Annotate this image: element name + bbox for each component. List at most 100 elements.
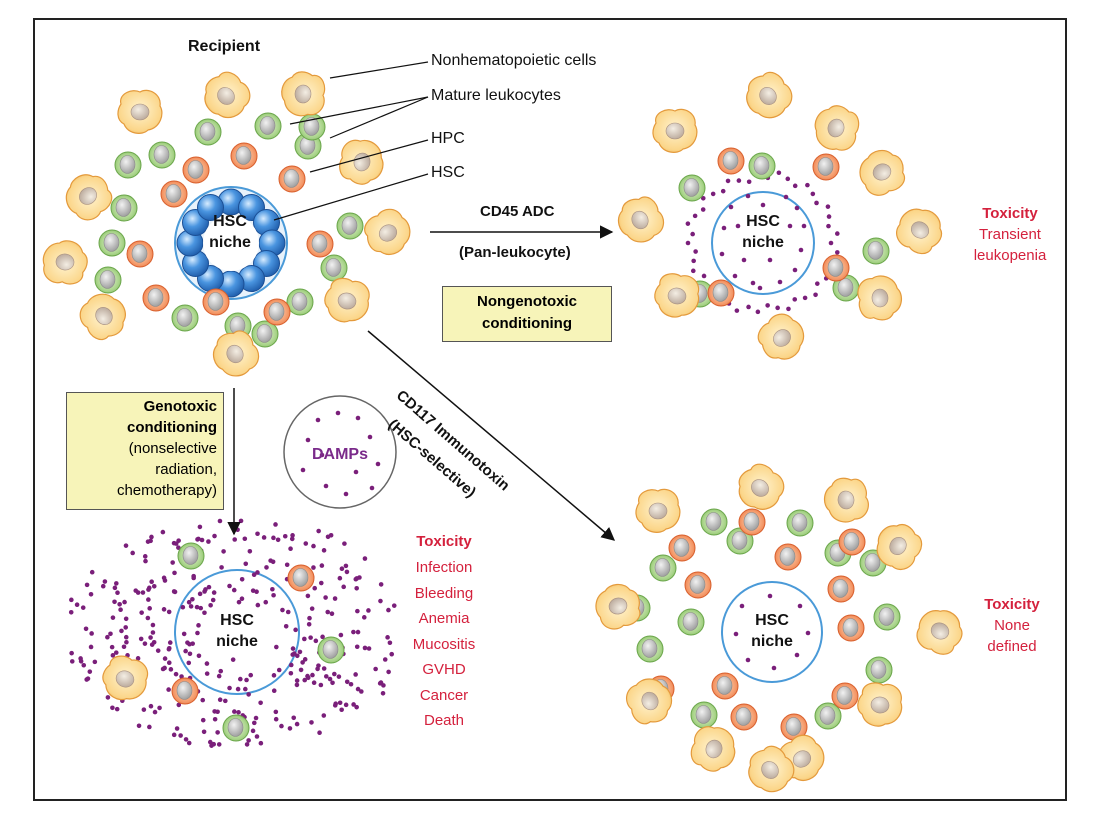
damp-dot — [206, 584, 212, 590]
damp-dot — [150, 630, 156, 635]
damp-dot — [305, 593, 311, 599]
damp-dot — [203, 587, 208, 592]
damp-dot — [215, 730, 220, 735]
damp-dot — [359, 689, 364, 694]
nongenotoxic-box: Nongenotoxic conditioning — [442, 286, 612, 342]
damp-dot — [344, 569, 350, 575]
damp-dot — [145, 615, 151, 621]
damp-dot — [261, 535, 267, 540]
leukocyte-cell — [254, 112, 282, 140]
damp-dot — [734, 308, 740, 313]
damp-dot — [183, 648, 188, 654]
damp-dot — [343, 491, 349, 497]
leukocyte-cell — [177, 542, 205, 570]
hpc-cell — [831, 682, 859, 710]
damp-dot — [87, 669, 93, 674]
damp-dot — [294, 682, 300, 688]
damp-dot — [835, 231, 840, 236]
nonhematopoietic-cell — [738, 463, 785, 510]
damp-dot — [691, 258, 696, 264]
damps-circle — [283, 395, 397, 509]
damp-dot — [208, 602, 213, 608]
damp-dot — [255, 531, 260, 537]
damp-dot — [149, 579, 154, 585]
damp-dot — [745, 657, 751, 663]
hpc-cell — [730, 703, 758, 731]
damp-dot — [794, 652, 800, 658]
damp-dot — [287, 726, 293, 731]
damp-dot — [92, 659, 98, 665]
leukocyte-cell — [873, 603, 901, 631]
damp-dot — [320, 634, 325, 640]
hpc-cell — [684, 571, 712, 599]
damp-dot — [115, 590, 120, 596]
damp-dot — [232, 709, 237, 714]
damp-dot — [236, 599, 242, 605]
damp-dot — [142, 641, 148, 646]
cd117-arrow — [367, 330, 616, 541]
damp-dot — [291, 651, 297, 656]
damp-dot — [88, 644, 94, 650]
damp-dot — [283, 623, 289, 629]
damp-dot — [746, 179, 752, 185]
damp-dot — [148, 635, 153, 640]
damp-dot — [181, 631, 187, 637]
damp-dot — [378, 680, 384, 685]
damp-dot — [313, 638, 319, 644]
damp-dot — [210, 597, 216, 603]
damp-dot — [81, 662, 87, 668]
leukocyte-cell — [832, 274, 860, 302]
damp-dot — [133, 588, 139, 593]
nonhematopoietic-cell — [65, 174, 113, 221]
damp-dot — [197, 524, 203, 530]
damp-dot — [792, 297, 798, 302]
damp-dot — [197, 591, 203, 597]
damp-dot — [732, 273, 738, 279]
damp-dot — [251, 720, 257, 726]
damp-dot — [348, 681, 354, 687]
callout-line — [273, 173, 429, 221]
nonhematopoietic-cell — [79, 293, 126, 341]
genotoxic-niche-label-1: HSC — [220, 612, 254, 629]
leukocyte-cell — [677, 608, 705, 636]
nonhematopoietic-cell — [857, 682, 903, 727]
cd117-niche-label-1: HSC — [755, 612, 789, 629]
damp-dot — [152, 709, 158, 715]
damp-dot — [174, 726, 180, 731]
damp-dot — [736, 178, 742, 183]
damp-dot — [362, 556, 368, 561]
damp-dot — [797, 603, 803, 609]
damp-dot — [783, 194, 789, 200]
damp-dot — [355, 608, 360, 614]
damp-dot — [211, 590, 217, 595]
damp-dot — [84, 677, 89, 682]
damp-dot — [692, 213, 698, 219]
damp-dot — [321, 713, 327, 718]
damp-dot — [311, 680, 317, 686]
damp-dot — [685, 221, 691, 226]
damp-dot — [373, 666, 378, 672]
damp-dot — [693, 249, 698, 254]
damp-dot — [805, 630, 811, 636]
cd45-niche-label-1: HSC — [746, 213, 780, 230]
cd117-hsc-niche — [721, 581, 823, 683]
damp-dot — [190, 596, 195, 602]
damp-dot — [227, 685, 232, 691]
damp-dot — [300, 467, 306, 473]
damp-dot — [336, 674, 342, 679]
genotoxic-line: chemotherapy) — [116, 482, 217, 499]
damp-dot — [187, 651, 193, 657]
damp-dot — [745, 193, 751, 199]
genotoxic-toxicity-item: Anemia — [418, 610, 470, 627]
damp-dot — [138, 636, 144, 642]
leukocyte-cell — [251, 320, 279, 348]
damp-dot — [157, 705, 162, 711]
damp-dot — [739, 603, 745, 609]
damp-dot — [244, 677, 249, 683]
nonhematopoietic-cell — [859, 149, 906, 196]
damp-dot — [386, 669, 391, 675]
hpc-cell — [668, 534, 696, 562]
damp-dot — [162, 665, 167, 671]
damp-dot — [195, 630, 200, 636]
damp-dot — [243, 561, 249, 567]
